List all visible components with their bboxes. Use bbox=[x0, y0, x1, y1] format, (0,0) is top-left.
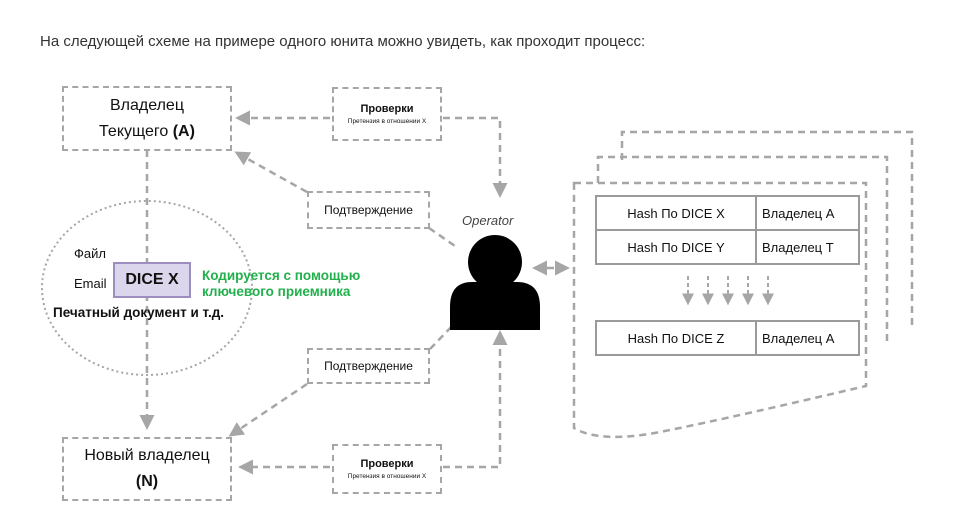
current-owner-box: Владелец Текущего (A) bbox=[62, 86, 232, 151]
checks-top-title: Проверки bbox=[360, 103, 414, 115]
hash-cell: Hash По DICE Y bbox=[595, 229, 757, 265]
hash-cell: Hash По DICE X bbox=[595, 195, 757, 231]
confirm-bottom-label: Подтверждение bbox=[324, 359, 413, 373]
operator-person-icon bbox=[450, 235, 540, 330]
owner-cell: Владелец A bbox=[755, 320, 860, 356]
ledger-page-back bbox=[620, 130, 914, 325]
new-owner-box: Новый владелец (N) bbox=[62, 437, 232, 501]
new-owner-id: (N) bbox=[135, 473, 159, 490]
ledger-page-middle bbox=[596, 155, 889, 345]
table-row: Hash По DICE X Владелец A bbox=[595, 195, 860, 231]
checks-bottom-title: Проверки bbox=[360, 458, 414, 470]
intro-text: На следующей схеме на примере одного юни… bbox=[40, 33, 646, 50]
operator-label: Operator bbox=[462, 213, 514, 228]
confirm-top-label: Подтверждение bbox=[324, 203, 413, 217]
encoded-note-line1: Кодируется с помощью bbox=[202, 268, 361, 283]
ledger-table-bottom: Hash По DICE Z Владелец A bbox=[595, 320, 860, 356]
current-owner-line2: Текущего bbox=[99, 122, 169, 140]
ledger-table-top: Hash По DICE X Владелец A Hash По DICE Y… bbox=[595, 195, 860, 265]
checks-top-subtitle: Претензия в отношении X bbox=[347, 118, 427, 125]
checks-top-box: Проверки Претензия в отношении X bbox=[332, 87, 442, 141]
checks-bottom-subtitle: Претензия в отношении X bbox=[347, 473, 427, 480]
current-owner-id: (A) bbox=[172, 122, 195, 140]
email-label: Email bbox=[74, 276, 107, 291]
new-owner-line1: Новый владелец bbox=[84, 447, 210, 464]
ledger-page-front bbox=[572, 181, 868, 439]
confirm-bottom-box: Подтверждение bbox=[307, 348, 430, 384]
dice-x-box: DICE X bbox=[113, 262, 191, 298]
file-label: Файл bbox=[74, 246, 106, 261]
encoded-note: Кодируется с помощью ключевого приемника bbox=[202, 268, 360, 300]
document-ellipse bbox=[41, 200, 253, 376]
table-row: Hash По DICE Z Владелец A bbox=[595, 320, 860, 356]
current-owner-line1: Владелец bbox=[109, 96, 184, 114]
checks-bottom-box: Проверки Претензия в отношении X bbox=[332, 444, 442, 494]
print-doc-label: Печатный документ и т.д. bbox=[53, 305, 225, 320]
owner-cell: Владелец A bbox=[755, 195, 860, 231]
encoded-note-line2: ключевого приемника bbox=[202, 284, 351, 299]
hash-cell: Hash По DICE Z bbox=[595, 320, 757, 356]
owner-cell: Владелец T bbox=[755, 229, 860, 265]
confirm-top-box: Подтверждение bbox=[307, 191, 430, 229]
table-row: Hash По DICE Y Владелец T bbox=[595, 229, 860, 265]
